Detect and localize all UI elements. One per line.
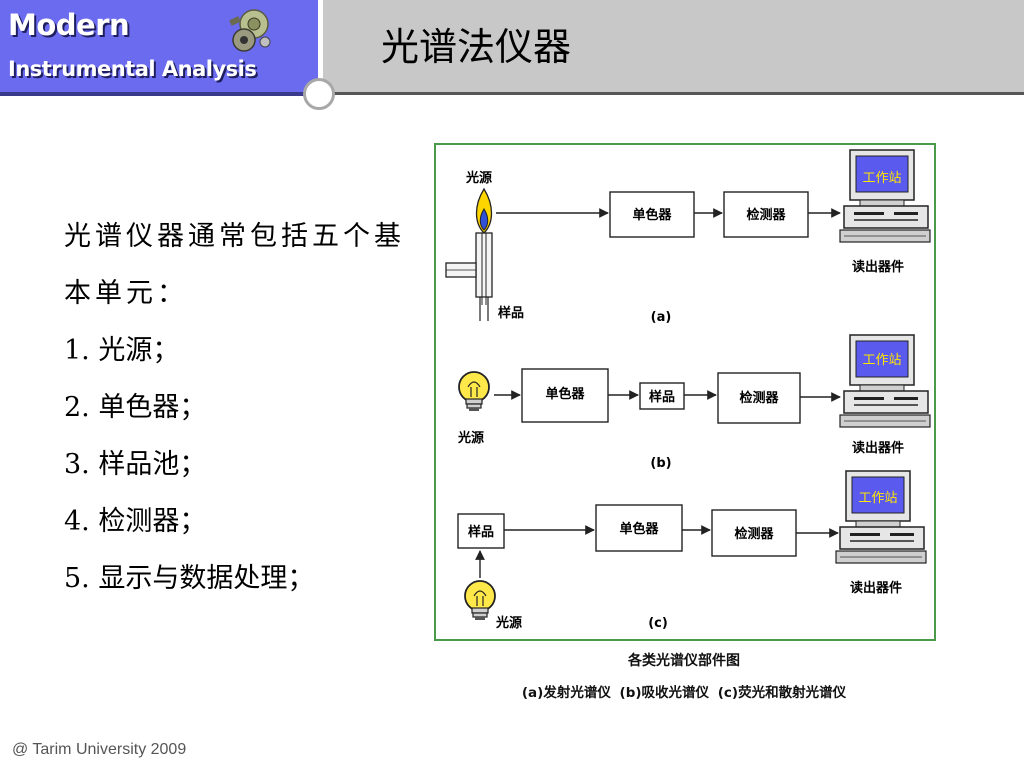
panel-b-computer-icon — [839, 334, 931, 428]
panel-b-detector-box — [717, 372, 801, 424]
content-list: 光谱仪器通常包括五个基本单元： 1. 光源； 2. 单色器； 3. 样品池； 4… — [64, 208, 430, 607]
panel-c-workstation-label: 工作站 — [858, 491, 897, 506]
spectrometer-diagram: 光源 样品 单色器 检测器 工作站 读出器件 (a) 光源 单色器 — [445, 149, 931, 631]
flame-burner-icon — [445, 187, 493, 321]
panel-c-readout-label: 读出器件 — [850, 580, 902, 596]
brand-title-modern: Modern — [8, 8, 130, 42]
list-item-detector: 4. 检测器； — [64, 506, 207, 537]
list-item-data-processing: 5. 显示与数据处理； — [64, 563, 315, 594]
panel-a-monochromator-label: 单色器 — [632, 207, 672, 223]
title-bar: 光谱法仪器 — [320, 0, 1024, 95]
panel-c-detector-label: 检测器 — [734, 526, 774, 542]
panel-b-readout-label: 读出器件 — [852, 440, 904, 456]
panel-b-sample-label: 样品 — [649, 389, 675, 405]
panel-c-detector-box — [711, 509, 797, 557]
panel-c-bulb-icon — [464, 580, 496, 621]
panel-c-tag: (c) — [648, 616, 668, 631]
panel-a-readout-label: 读出器件 — [852, 259, 904, 275]
brand-banner: Modern Instrumental Analysis — [0, 0, 318, 96]
panel-a-sample-label: 样品 — [498, 305, 524, 321]
panel-b-sample-box — [639, 382, 685, 410]
list-item-monochromator: 2. 单色器； — [64, 392, 207, 423]
list-item-sample-cell: 3. 样品池； — [64, 449, 207, 480]
panel-c-source-label: 光源 — [495, 615, 522, 631]
spectrometer-figure: 光源 样品 单色器 检测器 工作站 读出器件 (a) 光源 单色器 — [434, 143, 936, 641]
panel-b-tag: (b) — [650, 456, 671, 471]
panel-c-monochromator-box — [595, 504, 683, 552]
panel-a-detector-box — [723, 191, 809, 238]
panel-c-sample-box — [457, 513, 505, 549]
panel-a-source-label: 光源 — [465, 170, 492, 186]
panel-c-sample-label: 样品 — [468, 524, 494, 540]
figure-subcaption: (a)发射光谱仪 (b)吸收光谱仪 (c)荧光和散射光谱仪 — [521, 685, 847, 701]
brand-title-instrumental-analysis: Instrumental Analysis — [8, 57, 257, 81]
panel-a-tag: (a) — [651, 310, 672, 325]
intro-text: 光谱仪器通常包括五个基本单元： — [64, 221, 405, 309]
panel-a-monochromator-box — [609, 191, 695, 238]
list-item-light-source: 1. 光源； — [64, 335, 180, 366]
panel-a-detector-label: 检测器 — [746, 207, 786, 223]
panel-b-source-label: 光源 — [457, 430, 484, 446]
decorative-circle-icon — [303, 78, 335, 110]
page-title: 光谱法仪器 — [381, 25, 572, 69]
figure-caption: 各类光谱仪部件图 — [628, 653, 740, 669]
panel-a-workstation-label: 工作站 — [862, 171, 901, 186]
footer-copyright: @ Tarim University 2009 — [12, 741, 187, 758]
instrument-logo-icon — [229, 9, 271, 52]
panel-b-workstation-label: 工作站 — [862, 353, 901, 368]
panel-b-detector-label: 检测器 — [739, 390, 779, 406]
panel-c-computer-icon — [835, 470, 927, 564]
panel-b-bulb-icon — [458, 371, 490, 412]
panel-b-monochromator-label: 单色器 — [545, 386, 585, 402]
panel-a-computer-icon — [839, 149, 931, 243]
panel-c-monochromator-label: 单色器 — [619, 521, 659, 537]
